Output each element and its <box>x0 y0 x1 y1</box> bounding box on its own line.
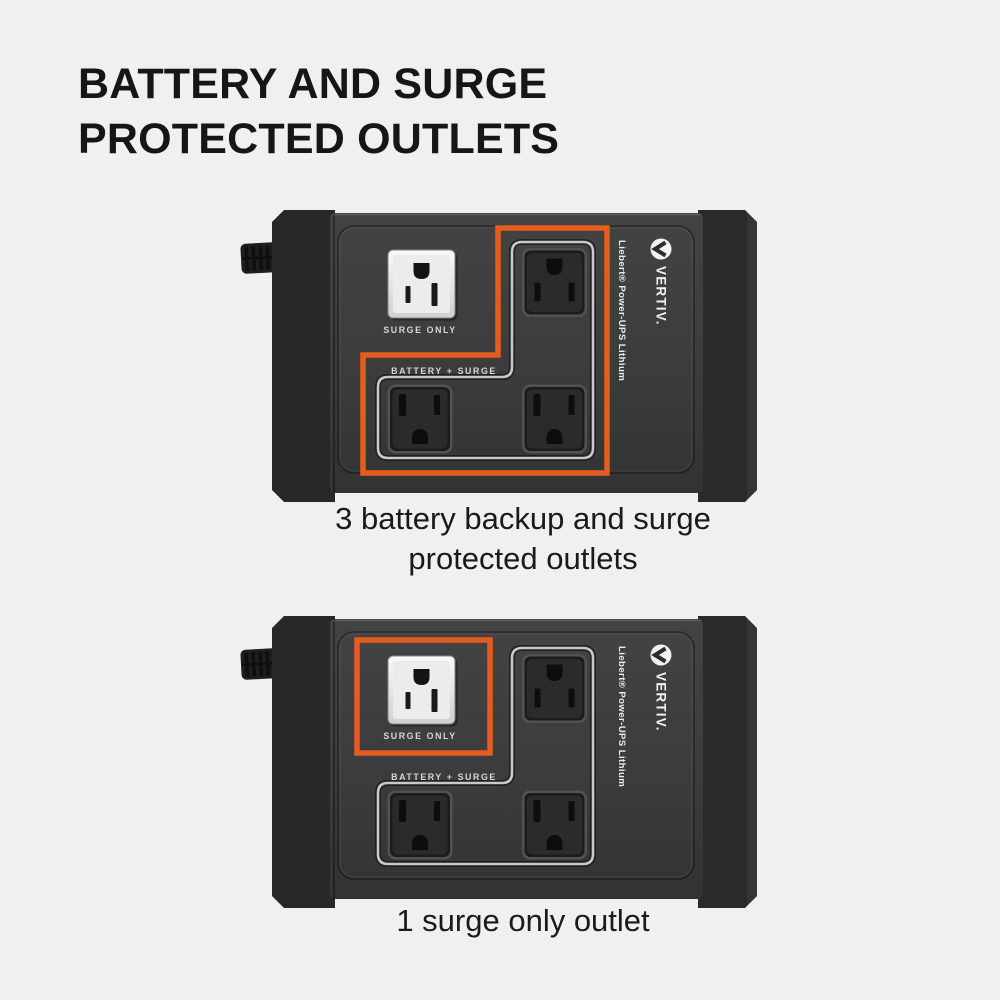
caption-battery-surge-line-2: protected outlets <box>408 541 638 576</box>
battery-surge-outlet-bottom-left <box>387 790 453 860</box>
battery-surge-label: BATTERY + SURGE <box>391 366 497 376</box>
vertiv-logo-icon <box>648 236 674 262</box>
page-title-line-1: BATTERY AND SURGE <box>78 60 548 108</box>
battery-surge-highlight-outline <box>360 225 610 476</box>
caption-battery-surge-line-1: 3 battery backup and surge <box>335 501 711 536</box>
surge-only-outlet <box>387 655 458 727</box>
ups-illustration-surge-only: SURGE ONLY BATTERY + SURGE Liebert® Powe… <box>240 615 758 909</box>
page-title: BATTERY AND SURGE PROTECTED OUTLETS <box>78 57 559 167</box>
surge-only-label: SURGE ONLY <box>383 731 456 741</box>
battery-surge-outlet-bottom-right <box>522 384 587 454</box>
battery-surge-outlet-bottom-left <box>387 384 453 454</box>
page-title-line-2: PROTECTED OUTLETS <box>78 115 560 163</box>
vertiv-logo-icon <box>648 642 674 668</box>
surge-only-label: SURGE ONLY <box>383 325 456 335</box>
surge-only-highlight-outline <box>354 637 493 756</box>
product-name: Liebert® Power-UPS Lithium <box>616 646 627 787</box>
battery-surge-label: BATTERY + SURGE <box>391 772 497 782</box>
ups-illustration-battery-surge: SURGE ONLY BATTERY + SURGE Liebert® Powe… <box>240 209 758 503</box>
caption-surge-only: 1 surge only outlet <box>250 901 796 941</box>
product-name: Liebert® Power-UPS Lithium <box>616 240 627 381</box>
surge-only-outlet <box>387 249 458 321</box>
caption-battery-surge: 3 battery backup and surge protected out… <box>250 499 796 579</box>
caption-surge-only-line-1: 1 surge only outlet <box>396 903 650 938</box>
brand-name: VERTIV. <box>654 672 669 732</box>
battery-surge-outlet-top <box>522 654 587 723</box>
battery-surge-outlet-top <box>522 248 587 317</box>
brand-name: VERTIV. <box>654 266 669 326</box>
battery-surge-outlet-bottom-right <box>522 790 587 860</box>
